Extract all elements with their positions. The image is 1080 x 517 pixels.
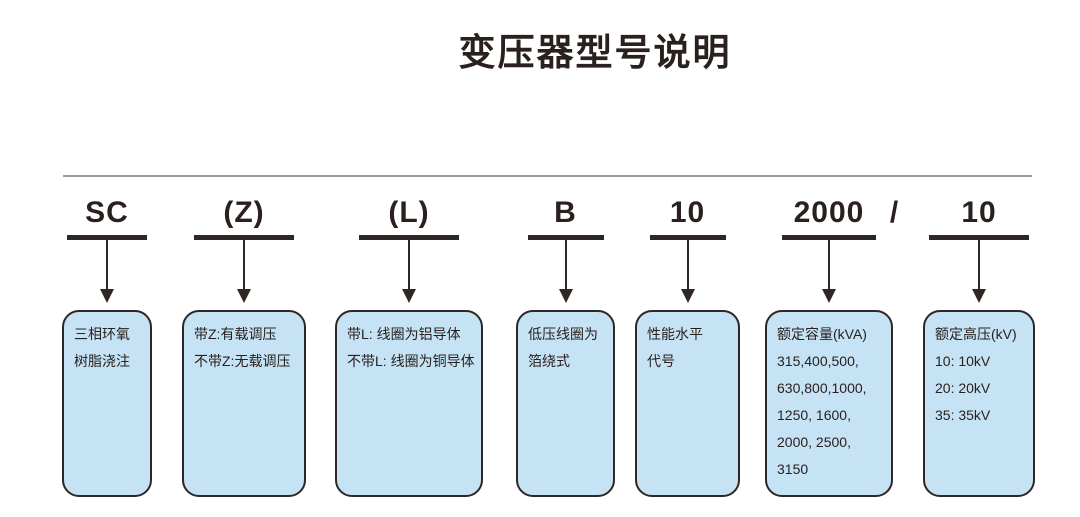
code-underline	[67, 235, 147, 240]
description-box: 三相环氧 树脂浇注	[62, 310, 152, 497]
model-code-column-hv-10: 10 额定高压(kV) 10: 10kV 20: 20kV 35: 35kV	[923, 188, 1035, 498]
model-code-column-z: (Z) 带Z:有载调压 不带Z:无载调压	[182, 188, 306, 498]
description-line: 树脂浇注	[74, 353, 130, 369]
description-line: 性能水平	[647, 326, 703, 342]
code-label: B	[554, 196, 577, 229]
arrow-stem	[243, 240, 245, 291]
code-underline	[359, 235, 459, 240]
code-label: (L)	[388, 196, 430, 229]
arrow-stem	[978, 240, 980, 291]
model-code-column-10: 10 性能水平 代号	[635, 188, 740, 498]
description-box: 性能水平 代号	[635, 310, 740, 497]
description-line: 带L: 线圈为铝导体	[347, 326, 461, 342]
arrow-stem	[408, 240, 410, 291]
description-box: 带L: 线圈为铝导体 不带L: 线圈为铜导体	[335, 310, 483, 497]
arrow-head-icon	[822, 289, 836, 303]
description-line: 额定高压(kV)	[935, 326, 1017, 342]
description-box: 带Z:有载调压 不带Z:无载调压	[182, 310, 306, 497]
arrow-head-icon	[680, 289, 695, 303]
model-code-column-sc: SC 三相环氧 树脂浇注	[62, 188, 152, 498]
arrow-head-icon	[402, 289, 416, 303]
code-underline	[194, 235, 294, 240]
arrow-head-icon	[237, 289, 251, 303]
arrow-stem	[686, 240, 689, 291]
code-label: 10	[961, 196, 997, 229]
description-line: 箔绕式	[528, 353, 570, 369]
description-line: 不带Z:无载调压	[194, 353, 291, 369]
arrow-head-icon	[972, 289, 986, 303]
code-label: SC	[85, 196, 129, 229]
description-line: 315,400,500,	[777, 353, 859, 369]
description-line: 1250, 1600,	[777, 407, 851, 423]
description-line: 10: 10kV	[935, 353, 991, 369]
arrow-stem	[564, 240, 567, 291]
description-line: 35: 35kV	[935, 407, 991, 423]
code-label: (Z)	[223, 196, 265, 229]
horizontal-divider	[63, 175, 1032, 177]
slash-separator: /	[889, 196, 899, 229]
description-box: 额定高压(kV) 10: 10kV 20: 20kV 35: 35kV	[923, 310, 1035, 497]
description-line: 三相环氧	[74, 326, 130, 342]
arrow-head-icon	[100, 289, 114, 303]
description-box: 低压线圈为 箔绕式	[516, 310, 615, 497]
model-code-column-2000: 2000 额定容量(kVA) 315,400,500, 630,800,1000…	[765, 188, 893, 498]
page-title: 变压器型号说明	[458, 32, 732, 73]
arrow-stem	[106, 240, 108, 291]
arrow-stem	[828, 240, 830, 291]
model-code-column-b: B 低压线圈为 箔绕式	[516, 188, 615, 498]
code-underline	[782, 235, 876, 240]
code-underline	[649, 235, 726, 240]
description-line: 代号	[647, 353, 675, 369]
code-underline	[929, 235, 1029, 240]
code-label: 2000	[793, 196, 865, 229]
description-line: 20: 20kV	[935, 380, 991, 396]
model-code-column-l: (L) 带L: 线圈为铝导体 不带L: 线圈为铜导体	[335, 188, 483, 498]
code-underline	[527, 235, 604, 240]
description-line: 带Z:有载调压	[194, 326, 277, 342]
description-line: 2000, 2500,	[777, 434, 851, 450]
description-line: 3150	[777, 461, 809, 477]
description-line: 不带L: 线圈为铜导体	[347, 353, 475, 369]
description-line: 额定容量(kVA)	[777, 326, 867, 342]
description-line: 低压线圈为	[528, 326, 598, 342]
arrow-head-icon	[558, 289, 573, 303]
description-box: 额定容量(kVA) 315,400,500, 630,800,1000, 125…	[765, 310, 893, 497]
description-line: 630,800,1000,	[777, 380, 867, 396]
code-label: 10	[669, 196, 706, 229]
